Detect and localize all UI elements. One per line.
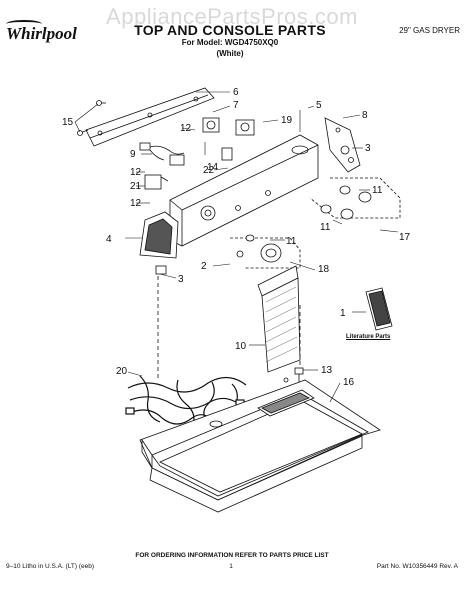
callout-14: 14: [207, 162, 219, 173]
page-number: 1: [229, 563, 233, 570]
part-4-end-cap: [139, 211, 179, 275]
part-22-clip: [221, 147, 233, 161]
callout-6: 6: [233, 87, 239, 98]
part-9-harness: [139, 142, 185, 166]
callout-11: 11: [286, 236, 297, 247]
part-10-lint-filter: [257, 265, 301, 373]
callout-21: 21: [130, 181, 142, 192]
model-color: (White): [216, 49, 244, 58]
litho-info: 9–10 Litho in U.S.A. (LT) (eeb): [6, 563, 95, 570]
part-5-console-panel: [169, 134, 319, 247]
callout-18: 18: [318, 264, 330, 275]
leader-lines: [74, 91, 399, 403]
brand-logo: Whirlpool: [6, 24, 77, 43]
callout-11: 11: [320, 222, 331, 233]
callout-10: 10: [235, 341, 247, 352]
callout-15: 15: [62, 117, 74, 128]
callout-3: 3: [178, 274, 184, 285]
callout-9: 9: [130, 149, 136, 160]
callout-8: 8: [362, 110, 368, 121]
callout-11: 11: [372, 185, 383, 196]
callout-3: 3: [365, 143, 371, 154]
part-number: Part No. W10356449 Rev. A: [376, 563, 458, 570]
callout-17: 17: [399, 232, 411, 243]
callout-4: 4: [106, 234, 112, 245]
callout-19: 19: [281, 115, 293, 126]
callout-2: 2: [201, 261, 207, 272]
ordering-info: FOR ORDERING INFORMATION REFER TO PARTS …: [135, 552, 329, 559]
callout-12: 12: [130, 198, 142, 209]
part-15-screws: [77, 100, 106, 136]
callout-16: 16: [343, 377, 355, 388]
callout-1: 1: [340, 308, 346, 319]
callout-12: 12: [180, 123, 192, 134]
callout-7: 7: [233, 100, 239, 111]
part-16-top-panel: [139, 377, 381, 513]
part-6-rear-bracket: [85, 87, 215, 147]
part-1-literature: [365, 287, 393, 331]
model-line: For Model: WGD4750XQ0: [181, 38, 279, 47]
part-21-block: [144, 174, 169, 190]
callout-5: 5: [316, 100, 322, 111]
callout-12: 12: [130, 167, 142, 178]
callout-13: 13: [321, 365, 333, 376]
callout-22: 22: [203, 165, 215, 176]
literature-parts-label: Literature Parts: [346, 334, 391, 340]
part-8-bracket: [324, 117, 361, 173]
brand-swoosh-icon: [6, 20, 42, 28]
part-11-knobs: [230, 177, 401, 269]
dryer-type: 29" GAS DRYER: [399, 26, 460, 35]
part-7-switch: [202, 117, 255, 136]
watermark: AppliancePartsPros.com: [106, 4, 358, 29]
callout-20: 20: [116, 366, 128, 377]
page-title: TOP AND CONSOLE PARTS: [134, 22, 326, 38]
